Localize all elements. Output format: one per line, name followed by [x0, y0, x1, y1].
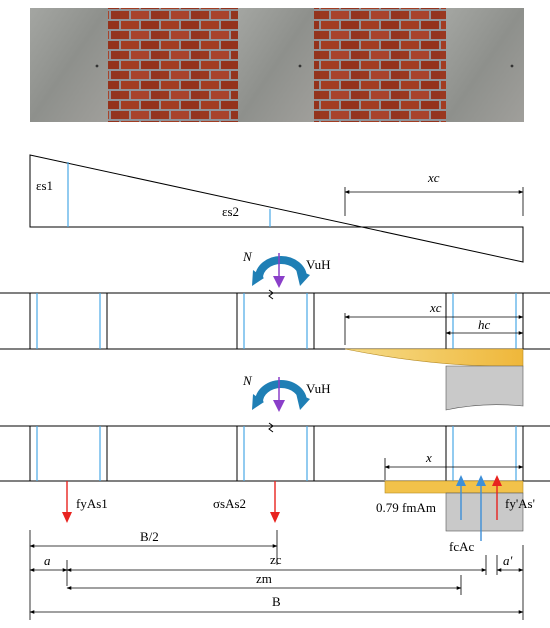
- sigma-s-as2-label: σsAs2: [213, 496, 246, 511]
- strain-diagram: εs1 εs2 xc: [29, 154, 524, 263]
- load-bottom-n-label: N: [242, 373, 253, 388]
- concrete-compression-block: [445, 365, 524, 411]
- a-label: a: [44, 553, 51, 568]
- fy-as1-label: fyAs1: [76, 496, 108, 511]
- concrete-stress-block: [445, 492, 524, 532]
- masonry-compression-zone: [344, 348, 524, 367]
- concrete-column-right: [446, 8, 524, 122]
- load-top-n-label: N: [242, 249, 253, 264]
- wall-photo: [30, 8, 524, 122]
- masonry-stress-block: [384, 480, 524, 494]
- load-symbol-top: N VuH: [242, 249, 331, 288]
- strain-xc-label: xc: [427, 170, 440, 185]
- brick-panel-left: [108, 8, 238, 122]
- load-top-vuh-label: VuH: [306, 257, 331, 272]
- concrete-column-left: [30, 8, 108, 122]
- dimensions: B/2 a zc a' zm B: [29, 529, 524, 620]
- moment-arrow-icon: [255, 256, 307, 279]
- fy-as-prime-label: fy'As': [505, 496, 535, 511]
- section-xc-label: xc: [429, 300, 442, 315]
- strain-eps-s1-label: εs1: [36, 178, 53, 193]
- x-label: x: [425, 450, 432, 465]
- zc-label: zc: [270, 552, 282, 567]
- b-label: B: [272, 594, 281, 609]
- load-symbol-bottom: N VuH: [242, 373, 331, 412]
- brick-panel-right: [314, 8, 446, 122]
- fm-am-label: 0.79 fmAm: [376, 500, 436, 515]
- zm-label: zm: [256, 571, 272, 586]
- moment-arrow-icon: [255, 380, 307, 403]
- wall-section-bottom: x fyAs1 σsAs2 0.79 fmAm fy'As' fcAc: [0, 422, 550, 554]
- section-hc-label: hc: [478, 317, 491, 332]
- load-bottom-vuh-label: VuH: [306, 381, 331, 396]
- concrete-column-middle: [238, 8, 314, 122]
- wall-section-middle: xc hc: [0, 289, 550, 411]
- a-prime-label: a': [503, 553, 513, 568]
- b-half-label: B/2: [140, 529, 159, 544]
- strain-eps-s2-label: εs2: [222, 204, 239, 219]
- fc-ac-label: fcAc: [449, 539, 474, 554]
